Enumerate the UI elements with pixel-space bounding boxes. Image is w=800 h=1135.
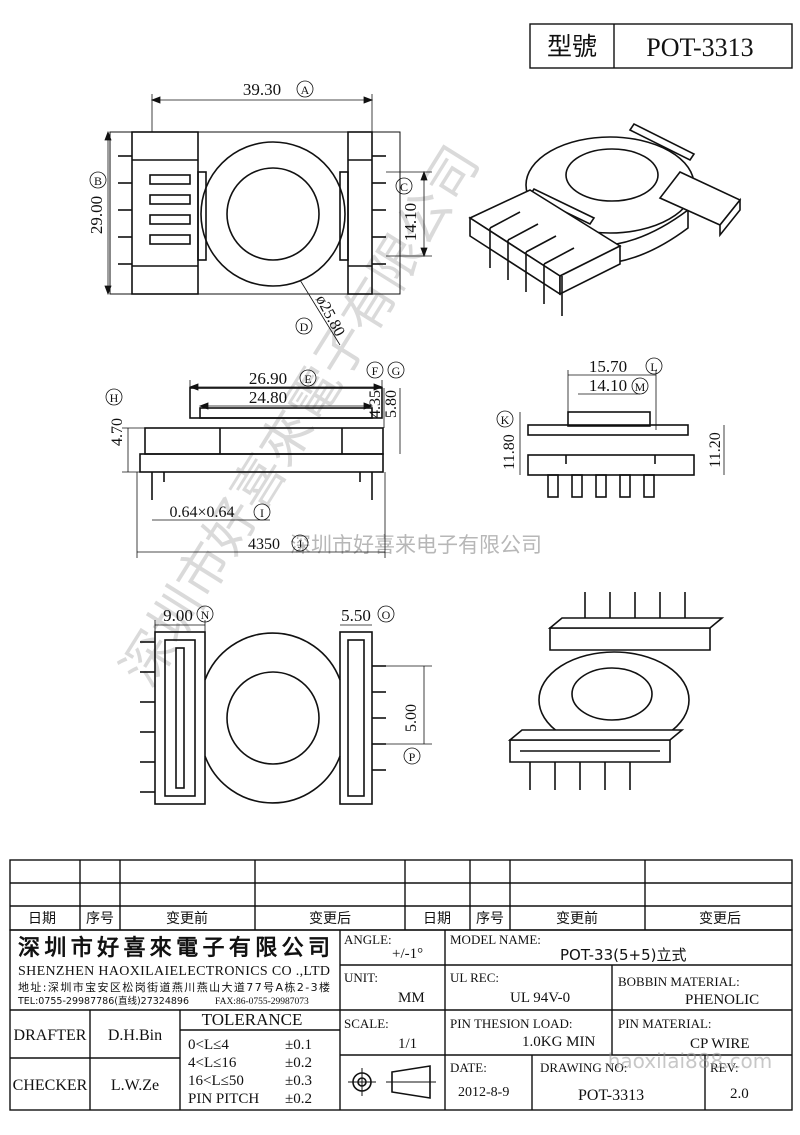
dim-m-value: 14.10 [589, 376, 627, 395]
dim-f-tag: F [372, 364, 379, 378]
drawing-label: DRAWING NO: [540, 1060, 627, 1075]
unit-value: MM [398, 990, 425, 1006]
dim-b-value: 29.00 [87, 196, 106, 234]
dim-o-tag: O [382, 608, 391, 622]
pin-value: CP WIRE [690, 1036, 750, 1052]
date-label: DATE: [450, 1060, 487, 1075]
company-address: 地址:深圳市宝安区松岗街道燕川燕山大道77号A栋2-3楼 [18, 980, 330, 994]
pin-label: PIN MATERIAL: [618, 1016, 712, 1031]
checker-value: L.W.Ze [111, 1077, 159, 1094]
rev-value: 2.0 [730, 1086, 749, 1102]
rev-before-2: 变更前 [556, 910, 598, 927]
company-name-en: SHENZHEN HAOXILAIELECTRONICS CO .,LTD [18, 964, 330, 979]
tol-value-3: ±0.3 [285, 1073, 312, 1089]
isometric-view-top [468, 122, 742, 316]
title-block: 深圳市好喜來電子有限公司 SHENZHEN HAOXILAIELECTRONIC… [9, 929, 793, 1111]
revision-table: 日期 序号 变更前 变更后 日期 序号 变更前 变更后 [9, 859, 793, 931]
model-title-box: 型號 POT-3313 [529, 23, 793, 69]
dim-a-tag: A [301, 83, 310, 97]
tol-value-2: ±0.2 [285, 1055, 312, 1071]
dim-g-value: 5.80 [383, 390, 400, 418]
tol-range-2: 4<L≤16 [188, 1055, 237, 1071]
dim-h-value: 4.70 [109, 418, 126, 446]
tension-value: 1.0KG MIN [522, 1034, 595, 1050]
side-view: 26.90 E 24.80 4.35 5.80 F G 4.70 H 0.64×… [105, 361, 405, 558]
dim-l-value: 15.70 [589, 357, 627, 376]
bobbin-value: PHENOLIC [685, 992, 759, 1008]
watermark-horizontal: 深圳市好喜来电子有限公司 [290, 533, 542, 557]
unit-label: UNIT: [344, 970, 378, 985]
angle-label: ANGLE: [344, 932, 392, 947]
tension-label: PIN THESION LOAD: [450, 1016, 573, 1031]
tol-range-4: PIN PITCH [188, 1091, 259, 1107]
top-view: 39.30 A 29.00 B 14.10 C ø25.80 D [87, 80, 432, 346]
company-tel: TEL:0755-29987786(直线)27324896 [17, 995, 189, 1007]
dim-j-tag: J [298, 537, 303, 551]
front-view: 15.70 L 14.10 M 11.80 K 11.20 [496, 357, 725, 498]
dim-k-tag: K [501, 413, 510, 427]
rev-no-1: 序号 [86, 911, 114, 927]
rev-date-1: 日期 [28, 911, 56, 927]
bobbin-label: BOBBIN MATERIAL: [618, 974, 740, 989]
model-label: 型號 [547, 32, 597, 61]
dim-e-value: 26.90 [249, 369, 287, 388]
rev-no-2: 序号 [476, 911, 504, 927]
tolerance-title: TOLERANCE [202, 1010, 303, 1029]
scale-value: 1/1 [398, 1036, 417, 1052]
tol-range-3: 16<L≤50 [188, 1073, 244, 1089]
drawing-value: POT-3313 [578, 1087, 644, 1104]
drafter-value: D.H.Bin [108, 1027, 162, 1044]
rev-before-1: 变更前 [166, 910, 208, 927]
model-name-label: MODEL NAME: [450, 932, 541, 947]
rev-label: REV: [710, 1060, 739, 1075]
dim-g-tag: G [392, 364, 401, 378]
company-name-cn: 深圳市好喜來電子有限公司 [18, 935, 330, 961]
drafter-label: DRAFTER [14, 1027, 87, 1044]
dim-l-tag: L [650, 360, 657, 374]
dim-k2-value: 11.20 [707, 432, 724, 467]
dim-a-value: 39.30 [243, 80, 281, 99]
angle-value: +/-1° [392, 946, 423, 962]
watermark-url: haoxilai888.com [608, 1049, 773, 1073]
dim-e-tag: E [304, 372, 311, 386]
tol-value-1: ±0.1 [285, 1037, 312, 1053]
dim-e2-value: 24.80 [249, 388, 287, 407]
isometric-view-bottom [507, 592, 725, 790]
tol-range-1: 0<L≤4 [188, 1037, 229, 1053]
ul-value: UL 94V-0 [510, 990, 570, 1006]
dim-p-value: 5.00 [403, 704, 420, 732]
company-fax: FAX:86-0755-29987073 [215, 997, 309, 1007]
model-number: POT-3313 [646, 33, 753, 62]
dim-c-tag: C [400, 180, 408, 194]
dim-b-tag: B [94, 174, 102, 188]
scale-label: SCALE: [344, 1016, 389, 1031]
dim-i-value: 0.64×0.64 [169, 504, 234, 521]
dim-p-tag: P [409, 750, 416, 764]
rev-date-2: 日期 [423, 911, 451, 927]
date-value: 2012-8-9 [458, 1085, 509, 1100]
ul-label: UL REC: [450, 970, 499, 985]
dim-m-tag: M [635, 380, 646, 394]
checker-label: CHECKER [13, 1077, 88, 1094]
dim-i-tag: I [260, 506, 264, 520]
dim-n-value: 9.00 [163, 606, 193, 625]
dim-f-value: 4.35 [367, 390, 384, 418]
model-name-value: POT-33(5+5)立式 [560, 946, 687, 964]
projection-symbol-icon [348, 1065, 436, 1099]
tol-value-4: ±0.2 [285, 1091, 312, 1107]
dim-j-value: 4350 [248, 536, 280, 553]
rev-after-1: 变更后 [309, 911, 351, 927]
dim-o-value: 5.50 [341, 606, 371, 625]
rev-after-2: 变更后 [699, 911, 741, 927]
dim-c-value: 14.10 [401, 203, 420, 241]
dim-d-tag: D [300, 320, 309, 334]
bottom-view: 9.00 N 5.50 O 5.00 P [140, 605, 432, 805]
dim-k-value: 11.80 [501, 434, 518, 469]
dim-h-tag: H [110, 391, 119, 405]
dim-n-tag: N [201, 608, 210, 622]
